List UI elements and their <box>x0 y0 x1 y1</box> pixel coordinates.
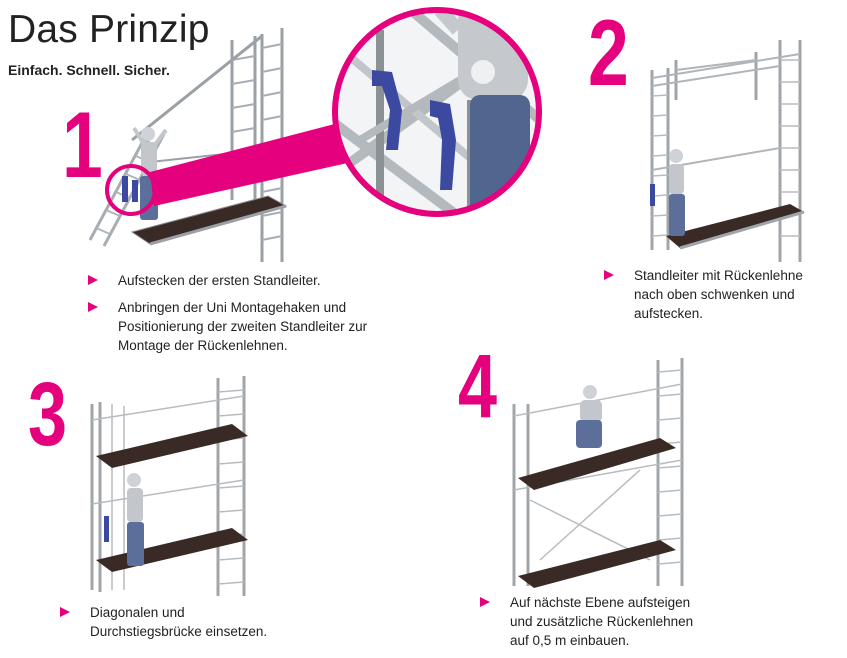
bullet-arrow-icon <box>88 275 98 285</box>
step-4-instructions: Auf nächste Ebene aufsteigen und zusätzl… <box>476 593 696 658</box>
step-1-instructions: Aufstecken der ersten Standleiter. Anbri… <box>84 271 384 363</box>
list-item: Aufstecken der ersten Standleiter. <box>84 271 384 290</box>
step-2-instructions: Standleiter mit Rückenlehne nach oben sc… <box>600 266 815 331</box>
bullet-arrow-icon <box>88 302 98 312</box>
bullet-arrow-icon <box>60 607 70 617</box>
list-item: Diagonalen und Durchstiegsbrücke einsetz… <box>56 603 296 641</box>
list-item: Anbringen der Uni Montagehaken und Posit… <box>84 298 384 355</box>
step-number-2: 2 <box>588 0 629 105</box>
step-number-3: 3 <box>28 365 68 465</box>
page-title: Das Prinzip <box>8 8 210 51</box>
list-item: Auf nächste Ebene aufsteigen und zusätzl… <box>476 593 696 650</box>
bullet-arrow-icon <box>604 270 614 280</box>
step-number-4: 4 <box>458 337 498 437</box>
bullet-arrow-icon <box>480 597 490 607</box>
list-item: Standleiter mit Rückenlehne nach oben sc… <box>600 266 815 323</box>
step-number-1: 1 <box>62 92 103 197</box>
page-subtitle: Einfach. Schnell. Sicher. <box>8 62 170 78</box>
step-3-instructions: Diagonalen und Durchstiegsbrücke einsetz… <box>56 603 296 649</box>
